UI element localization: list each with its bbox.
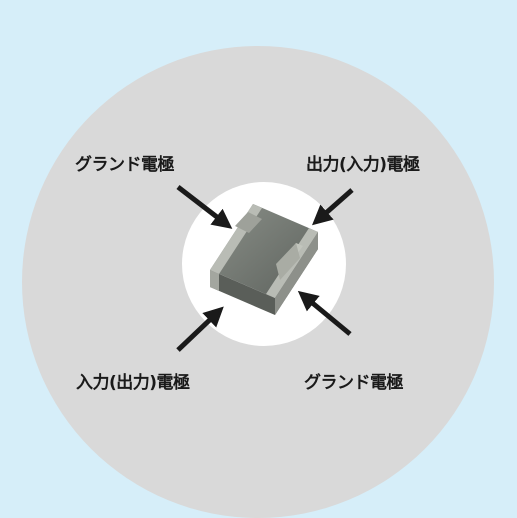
label-output-electrode: 出力(入力)電極 [306, 155, 420, 175]
label-input-electrode: 入力(出力)電極 [76, 373, 190, 393]
chip-component [210, 204, 318, 315]
electrode-right-end [275, 232, 318, 315]
ground-electrode-band [276, 243, 300, 280]
label-ground-electrode-bottom: グランド電極 [304, 373, 404, 393]
arrow-top-right [312, 188, 354, 226]
arrow-bottom-left [176, 306, 224, 352]
label-ground-electrode-top: グランド電極 [75, 155, 175, 175]
arrow-bottom-right [297, 290, 352, 336]
chip-top-face [210, 204, 318, 298]
ground-electrode-top [235, 212, 262, 233]
chip-front-face [210, 270, 275, 315]
electrode-left-side [210, 270, 219, 291]
arrow-top-left [176, 185, 233, 229]
